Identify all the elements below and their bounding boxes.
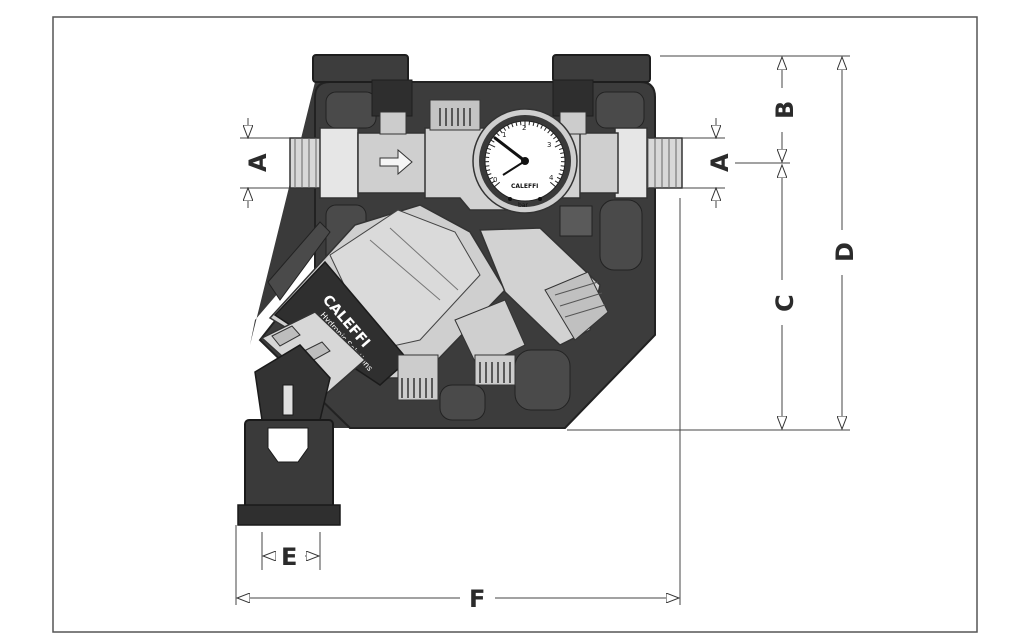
- drain-connector: [237, 344, 341, 526]
- gauge-label-3: 3: [547, 141, 551, 149]
- dim-label-c: C: [771, 294, 799, 312]
- dim-label-e: E: [281, 543, 297, 571]
- gauge-tick: [489, 176, 494, 180]
- gauge-tick: [560, 152, 565, 155]
- gauge-label-0: 0: [493, 176, 497, 184]
- gauge-tick: [488, 143, 496, 148]
- gauge-tick: [550, 132, 554, 137]
- gauge-tick: [485, 165, 490, 167]
- gauge-tick: [558, 147, 564, 151]
- gauge-tick: [490, 139, 495, 143]
- dimension-lines: [235, 55, 850, 605]
- gauge-label-4: 4: [549, 174, 554, 182]
- gauge-tick: [511, 123, 514, 128]
- gauge-tick: [559, 169, 564, 172]
- dim-label-d: D: [831, 242, 859, 262]
- gauge-tick: [515, 121, 518, 127]
- gauge-tick: [536, 123, 539, 128]
- gauge-tick: [507, 124, 510, 129]
- gauge-brand: CALEFFI: [511, 183, 538, 190]
- gauge-tick: [553, 135, 557, 140]
- dim-label-f: F: [469, 585, 485, 613]
- gauge-tick: [499, 129, 503, 134]
- gauge-tick: [491, 180, 496, 184]
- gauge-tick: [555, 139, 560, 143]
- gauge-tick: [547, 129, 551, 134]
- left-valve-handle: [312, 54, 413, 135]
- gauge-label-1: 1: [502, 131, 506, 139]
- gauge-tick: [532, 121, 535, 127]
- gauge-tick: [486, 169, 491, 172]
- gauge-needle: [493, 136, 527, 163]
- dim-label-b: B: [771, 101, 799, 119]
- gauge-tick: [560, 165, 565, 167]
- gauge-tick: [487, 173, 492, 176]
- gauge-tick: [549, 181, 556, 188]
- gauge-tick: [485, 152, 490, 155]
- dim-label-a-right: A: [706, 153, 734, 172]
- gauge-tick: [556, 176, 561, 180]
- hydraulic-separator-group: 0 1 2 3 4 CALEFFI bar CALEFFI Hydronic S…: [237, 54, 683, 526]
- gauge-label-2: 2: [522, 124, 526, 132]
- gauge-tick: [540, 124, 543, 129]
- gauge-tick: [558, 173, 563, 176]
- gauge-tick: [496, 132, 500, 137]
- gauge-tick: [554, 180, 559, 184]
- pressure-gauge: 0 1 2 3 4 CALEFFI bar: [472, 108, 578, 214]
- gauge-tick: [486, 147, 492, 151]
- dim-label-a-left: A: [244, 153, 272, 172]
- gauge-tick: [503, 126, 507, 131]
- magnetic-dirt-separator: CALEFFI Hydronic Solutions: [260, 204, 506, 397]
- gauge-unit: bar: [518, 202, 528, 209]
- gauge-tick: [543, 126, 547, 131]
- gauge-tick: [554, 143, 562, 148]
- gauge-tick: [494, 181, 501, 188]
